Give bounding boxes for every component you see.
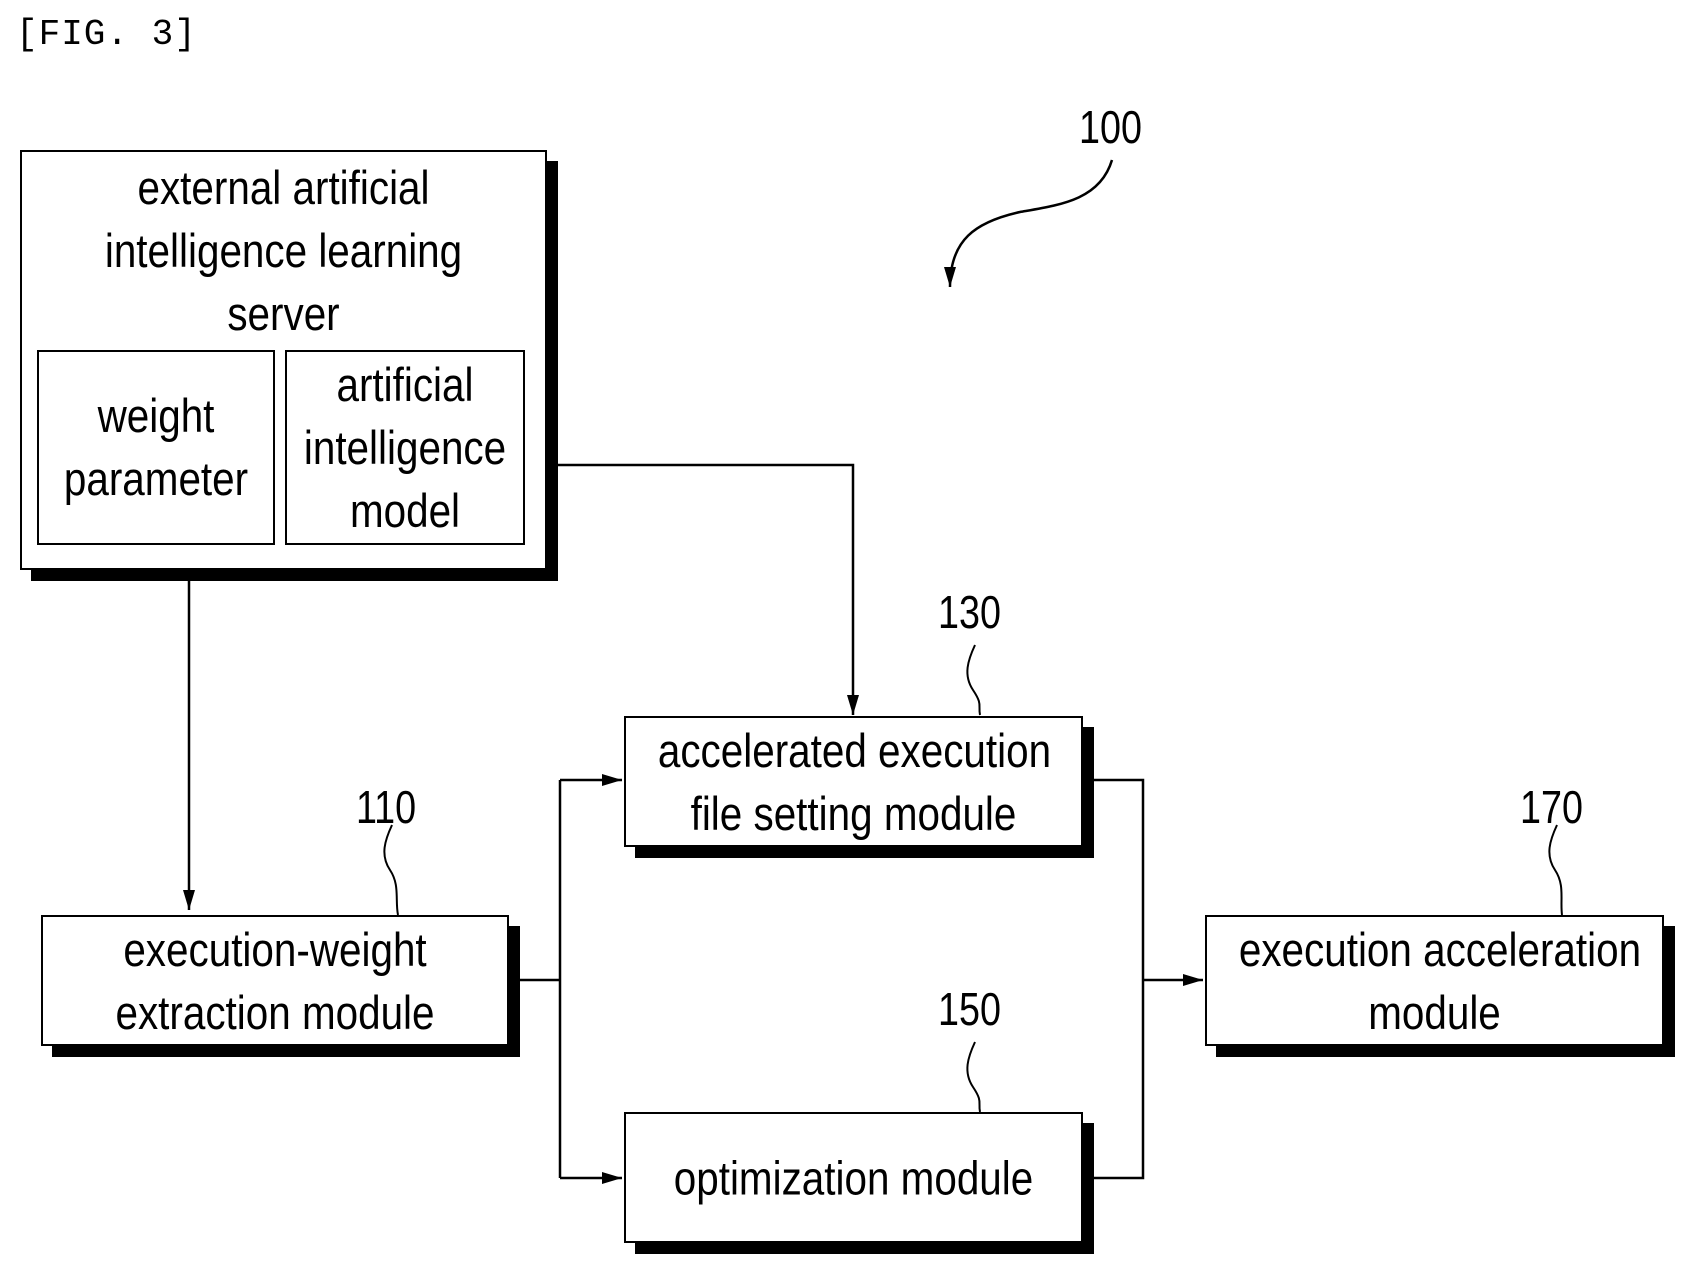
weight-parameter-line-1: weight [55,384,256,447]
ai-model-line-1: artificial [304,353,507,416]
line-extraction-split [509,780,560,1178]
accelerated-execution-file-setting-module: accelerated execution file setting modul… [624,716,1083,847]
setting-module-line-2: file setting module [658,782,1049,845]
setting-module-line-1: accelerated execution [658,719,1049,782]
server-title-line-2: intelligence learning [59,219,509,282]
ai-model-line-2: intelligence [304,416,507,479]
acceleration-module-line-2: module [1239,981,1630,1044]
ref-number-150: 150 [938,982,1001,1036]
ref-number-170: 170 [1520,780,1583,834]
ref-number-130: 130 [938,585,1001,639]
ai-model-box: artificial intelligence model [285,350,525,545]
ref-number-110: 110 [356,780,416,834]
weight-parameter-line-2: parameter [55,447,256,510]
execution-acceleration-module: execution acceleration module [1205,915,1664,1046]
ref-150-leader [967,1042,980,1112]
line-setting-merge [1094,780,1143,1178]
server-title-line-1: external artificial [59,156,509,219]
ai-model-line-3: model [304,479,507,542]
acceleration-module-line-1: execution acceleration [1239,918,1630,981]
ref-100-leader-arrow [950,160,1112,287]
extraction-module-line-1: execution-weight [75,918,474,981]
extraction-module-line-2: extraction module [75,981,474,1044]
ref-number-100: 100 [1079,100,1142,154]
ref-170-leader [1549,825,1562,915]
external-ai-server-box: external artificial intelligence learnin… [20,150,547,570]
execution-weight-extraction-module: execution-weight extraction module [41,915,509,1046]
ref-110-leader [384,825,398,915]
optimization-module-label: optimization module [658,1146,1049,1209]
arrow-model-to-setting [522,465,853,715]
weight-parameter-box: weight parameter [37,350,275,545]
optimization-module: optimization module [624,1112,1083,1243]
ref-130-leader [967,645,980,715]
server-title-line-3: server [59,282,509,345]
